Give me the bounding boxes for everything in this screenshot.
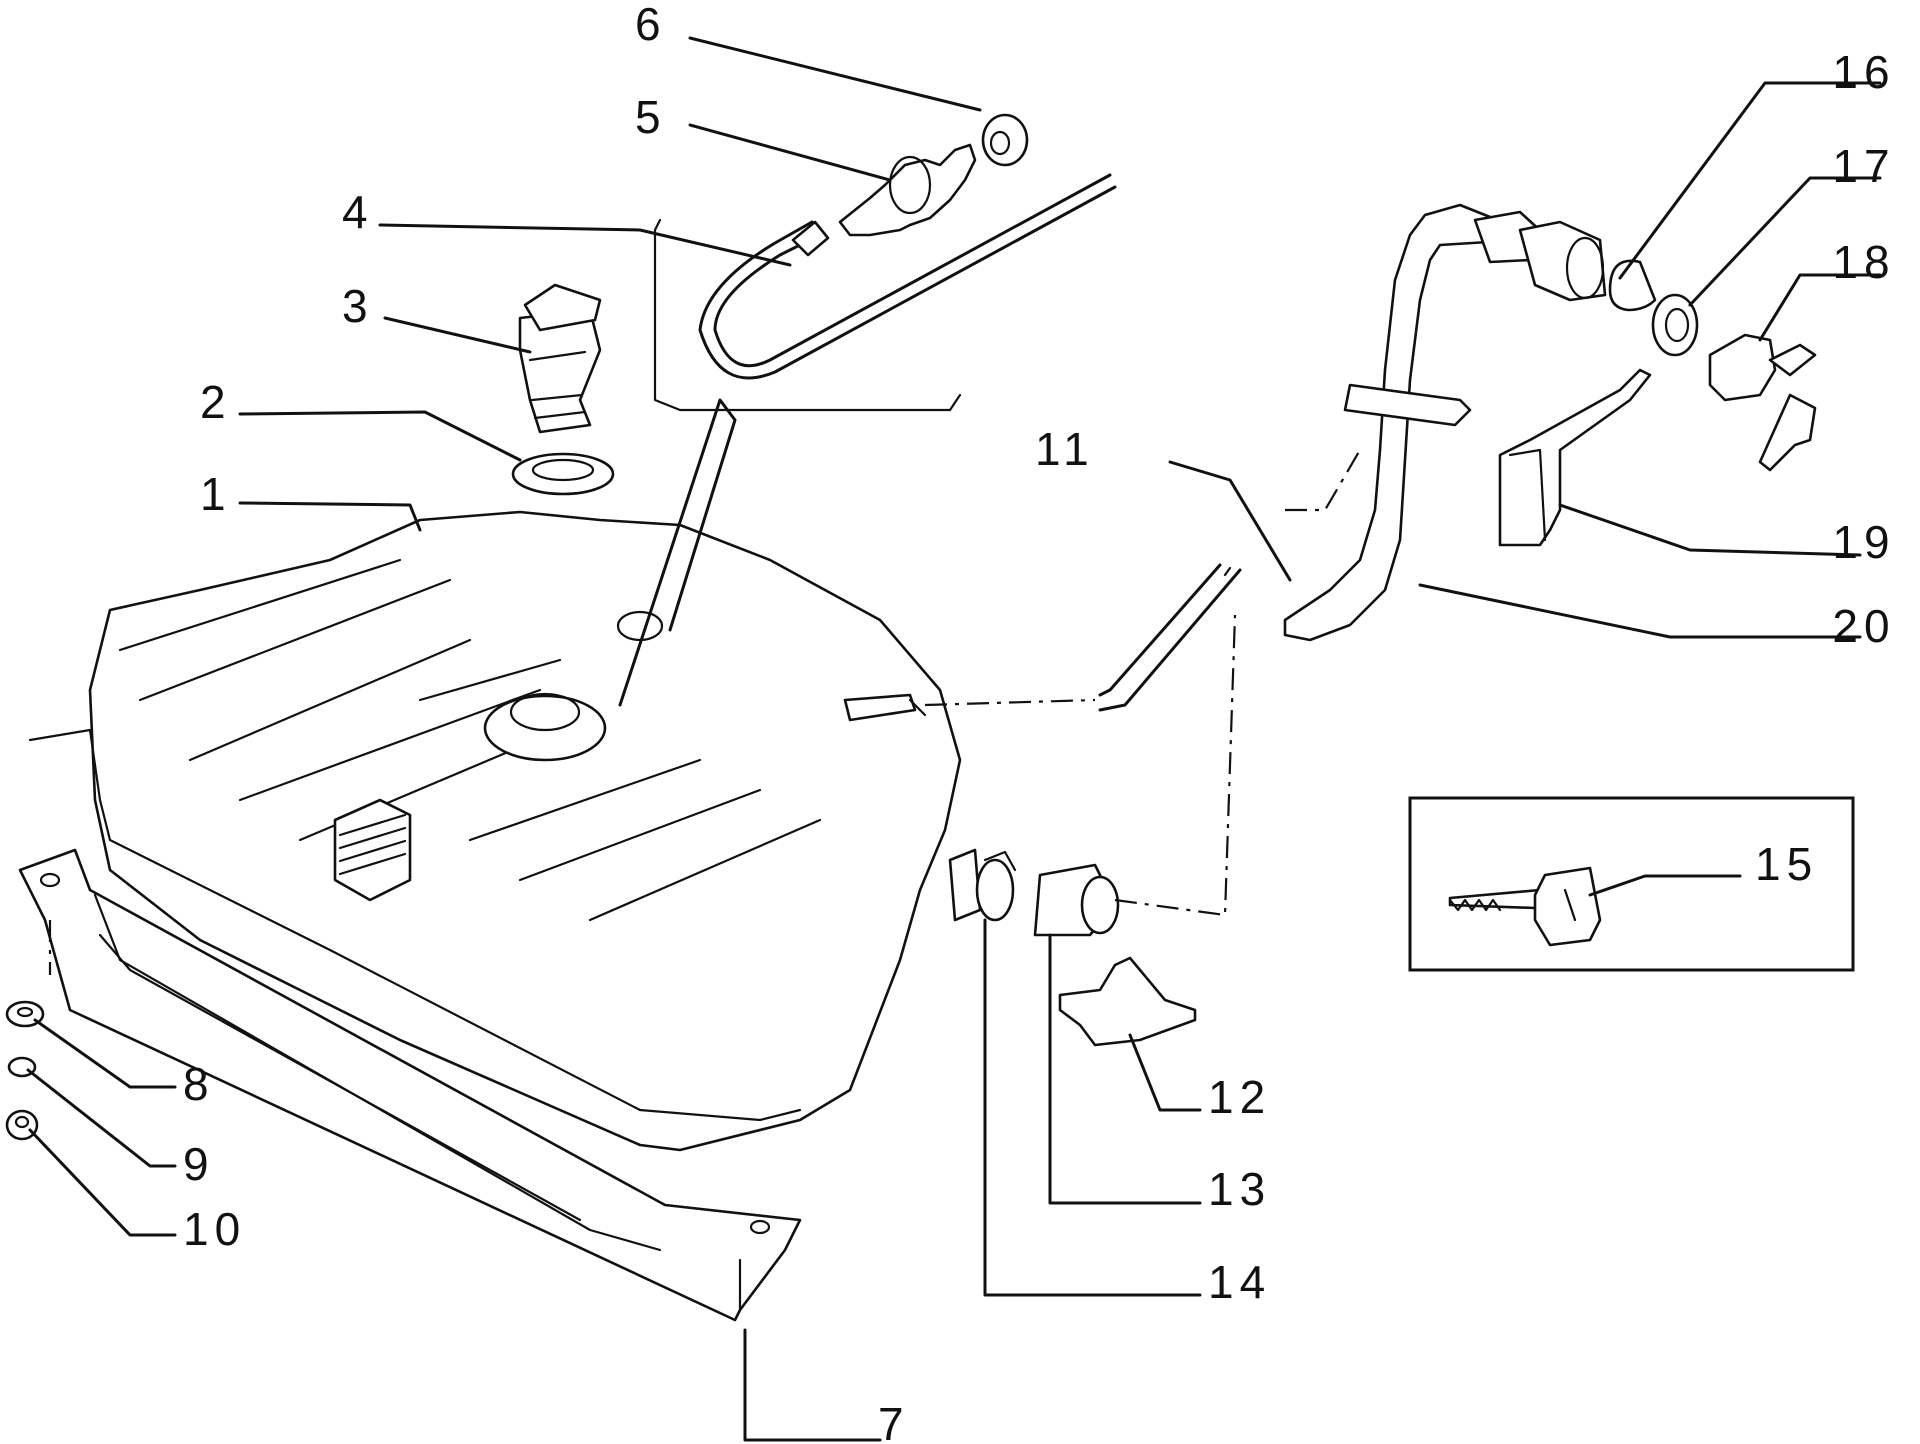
leader-lines [26, 36, 1882, 1442]
callout-18: 18 [1832, 236, 1895, 288]
part-3-fuel-sender [518, 283, 602, 434]
part-2-seal-ring [511, 452, 615, 496]
part-17-seal [1651, 293, 1699, 357]
callout-5: 5 [635, 91, 667, 143]
part-20-filler-neck [1283, 203, 1607, 642]
part-13-sleeve [1033, 863, 1120, 937]
bracket-outline [653, 218, 962, 412]
part-4-breather-hose [698, 173, 1117, 380]
part-15-key [1448, 866, 1602, 947]
part-5-valve [838, 143, 977, 237]
callout-14: 14 [1208, 1256, 1271, 1308]
callout-3: 3 [342, 280, 374, 332]
part-10-nut [5, 1109, 39, 1141]
assembly-dash-lines [48, 449, 1361, 975]
callout-4: 4 [342, 186, 374, 238]
part-15-inset-box [1408, 796, 1855, 972]
callout-1: 1 [200, 468, 232, 520]
part-1-fuel-tank [28, 510, 982, 1152]
callout-19: 19 [1832, 516, 1895, 568]
callout-7: 7 [878, 1398, 910, 1444]
part-7-strap [18, 848, 802, 1322]
part-14-hose-clamp [975, 850, 1017, 922]
callout-2: 2 [200, 376, 232, 428]
part-19-mounting-bracket [1498, 368, 1652, 547]
callout-8: 8 [183, 1058, 215, 1110]
callout-labels: 1 2 3 4 5 6 7 8 9 10 11 12 13 14 15 16 1… [183, 0, 1895, 1444]
callout-6: 6 [635, 0, 667, 50]
callout-13: 13 [1208, 1163, 1271, 1215]
callout-11: 11 [1035, 423, 1095, 475]
part-18-locking-cap [1708, 333, 1817, 472]
callout-15: 15 [1755, 838, 1818, 890]
part-6-grommet [981, 113, 1029, 167]
callout-12: 12 [1208, 1071, 1271, 1123]
part-12-bracket [1058, 956, 1197, 1047]
callout-17: 17 [1832, 140, 1895, 192]
callout-20: 20 [1832, 600, 1895, 652]
callout-16: 16 [1832, 46, 1895, 98]
part-16-clip [1608, 259, 1657, 312]
callout-10: 10 [183, 1203, 246, 1255]
callout-9: 9 [183, 1138, 215, 1190]
part-11-vent-hose [1098, 563, 1242, 712]
